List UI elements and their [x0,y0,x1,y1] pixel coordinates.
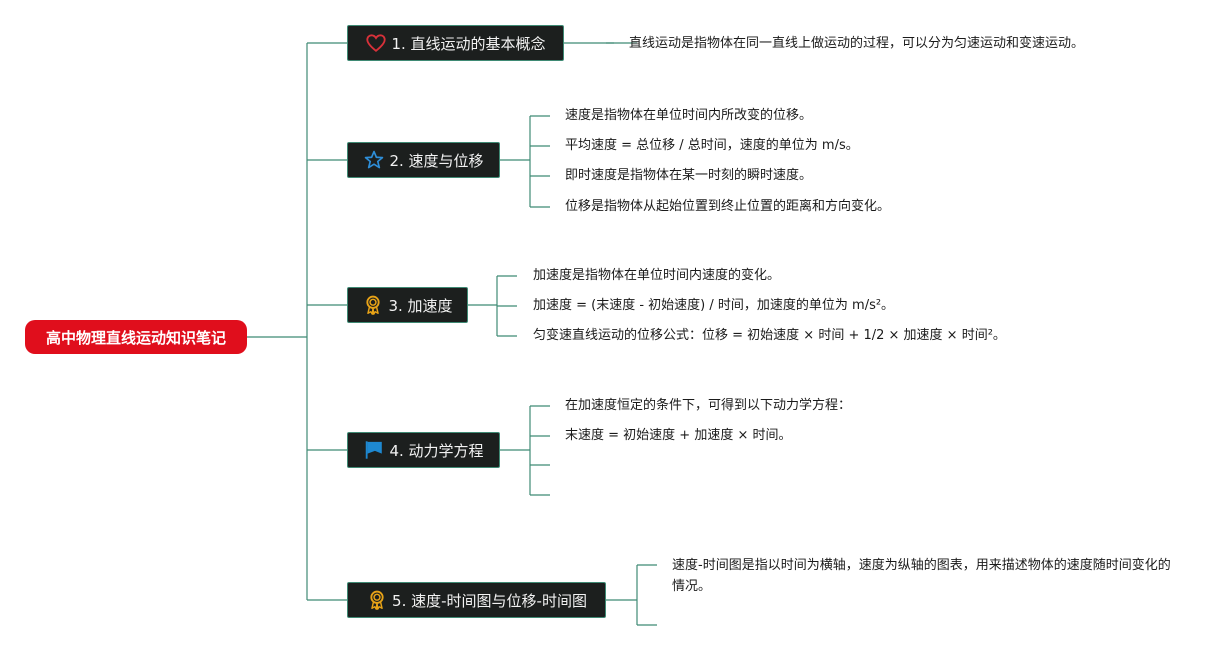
star-icon [363,149,385,171]
branch-label: 1. 直线运动的基本概念 [391,34,546,53]
leaf-text: 末速度 = 初始速度 + 加速度 × 时间。 [565,428,792,443]
leaf-text: 在加速度恒定的条件下，可得到以下动力学方程： [565,398,852,413]
leaf-text: 加速度 = (末速度 - 初始速度) / 时间，加速度的单位为 m/s²。 [533,298,895,313]
leaf-text: 速度是指物体在单位时间内所改变的位移。 [565,108,813,123]
leaf-text: 位移是指物体从起始位置到终止位置的距离和方向变化。 [565,199,891,214]
root-topic[interactable]: 高中物理直线运动知识笔记 [25,320,247,354]
leaf-text: 速度-时间图是指以时间为横轴，速度为纵轴的图表，用来描述物体的速度随时间变化的情… [672,558,1171,594]
branch-label: 2. 速度与位移 [389,151,484,170]
award-ribbon-icon [362,294,384,316]
branch-acceleration[interactable]: 3. 加速度 [347,287,468,323]
leaf-text: 加速度是指物体在单位时间内速度的变化。 [533,268,781,283]
branch-graphs[interactable]: 5. 速度-时间图与位移-时间图 [347,582,606,618]
branch-label: 5. 速度-时间图与位移-时间图 [392,591,587,610]
leaf-text: 直线运动是指物体在同一直线上做运动的过程，可以分为匀速运动和变速运动。 [629,36,1085,51]
branch-basic-concepts[interactable]: 1. 直线运动的基本概念 [347,25,564,61]
flag-icon [363,439,385,461]
branch-label: 4. 动力学方程 [389,441,484,460]
branch-kinematic-equations[interactable]: 4. 动力学方程 [347,432,500,468]
root-title: 高中物理直线运动知识笔记 [45,328,226,347]
award-ribbon-icon [366,589,388,611]
heart-icon [365,32,387,54]
branch-velocity-displacement[interactable]: 2. 速度与位移 [347,142,500,178]
leaf-text: 即时速度是指物体在某一时刻的瞬时速度。 [565,168,813,183]
leaf-text: 匀变速直线运动的位移公式：位移 = 初始速度 × 时间 + 1/2 × 加速度 … [533,328,1006,343]
leaf-text: 平均速度 = 总位移 / 总时间，速度的单位为 m/s。 [565,138,859,153]
branch-label: 3. 加速度 [388,296,453,315]
